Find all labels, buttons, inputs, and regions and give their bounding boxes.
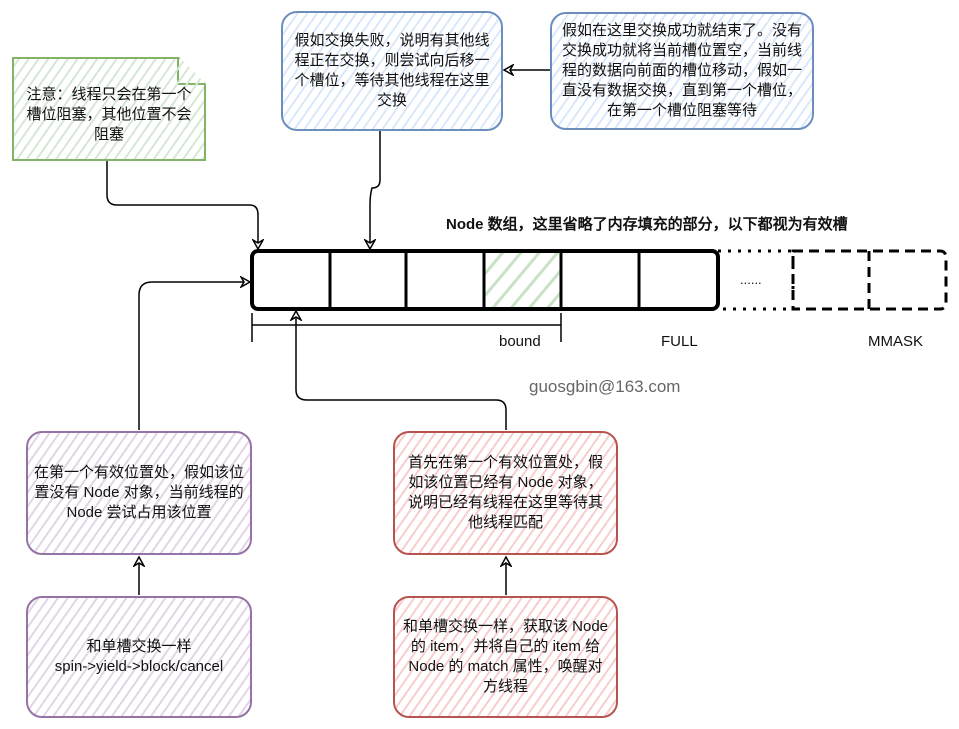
note-thread-blocking-text: 注意：线程只会在第一个槽位阻塞，其他位置不会阻塞 xyxy=(26,86,192,143)
note-occupy-slot-text: 在第一个有效位置处，假如该位置没有 Node 对象，当前线程的 Node 尝试占… xyxy=(34,464,245,521)
connector-red-to-array xyxy=(296,311,507,430)
note-swap-failed-text: 假如交换失败，说明有其他线程正在交换，则尝试向后移一个槽位，等待其他线程在这里交… xyxy=(294,32,490,109)
note-swap-failed: 假如交换失败，说明有其他线程正在交换，则尝试向后移一个槽位，等待其他线程在这里交… xyxy=(281,11,503,131)
connector-green-to-array xyxy=(106,160,258,249)
note-spin-line1: 和单槽交换一样 xyxy=(86,638,192,655)
full-label: FULL xyxy=(661,333,698,350)
author-email: guosgbin@163.com xyxy=(529,377,681,396)
note-spin-yield-block: 和单槽交换一样 spin->yield->block/cancel xyxy=(26,596,252,718)
ellipsis-label: ...... xyxy=(740,272,762,287)
node-array xyxy=(250,249,948,311)
array-dotted-extension xyxy=(718,249,795,311)
note-thread-blocking: 注意：线程只会在第一个槽位阻塞，其他位置不会阻塞 xyxy=(12,57,206,161)
note-swap-success-text: 假如在这里交换成功就结束了。没有交换成功就将当前槽位置空，当前线程的数据向前面的… xyxy=(561,22,802,119)
note-match-wakeup: 和单槽交换一样，获取该 Node 的 item，并将自己的 item 给 Nod… xyxy=(393,596,618,718)
array-dashed-tail xyxy=(791,249,948,311)
array-title: Node 数组，这里省略了内存填充的部分，以下都视为有效槽 xyxy=(446,216,848,233)
array-slot-highlight xyxy=(484,251,561,309)
bound-dimension xyxy=(251,313,562,342)
bound-label: bound xyxy=(499,333,541,350)
connector-purple-to-array xyxy=(138,282,250,430)
note-spin-line2: spin->yield->block/cancel xyxy=(54,658,224,675)
note-occupy-slot: 在第一个有效位置处，假如该位置没有 Node 对象，当前线程的 Node 尝试占… xyxy=(26,431,252,555)
mmask-label: MMASK xyxy=(868,333,924,350)
note-slot-occupied-text: 首先在第一个有效位置处，假如该位置已经有 Node 对象，说明已经有线程在这里等… xyxy=(407,454,603,531)
connector-blue-to-slot2 xyxy=(370,130,381,249)
note-match-wakeup-text: 和单槽交换一样，获取该 Node 的 item，并将自己的 item 给 Nod… xyxy=(402,618,609,695)
note-slot-occupied: 首先在第一个有效位置处，假如该位置已经有 Node 对象，说明已经有线程在这里等… xyxy=(393,431,618,555)
note-swap-success: 假如在这里交换成功就结束了。没有交换成功就将当前槽位置空，当前线程的数据向前面的… xyxy=(550,12,814,130)
